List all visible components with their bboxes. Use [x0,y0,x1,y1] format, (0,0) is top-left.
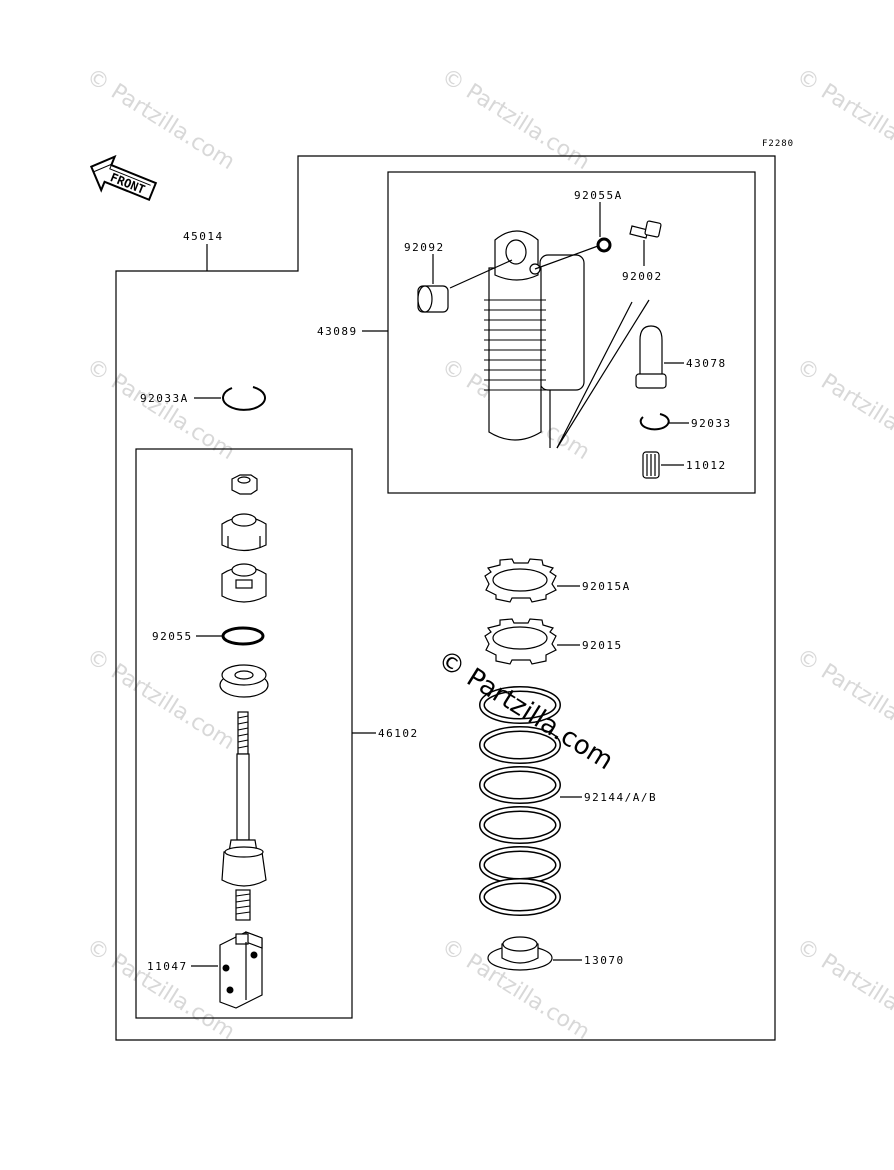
screw-92002 [629,220,662,239]
callout-43078: 43078 [686,357,727,370]
piston-rod [221,711,267,921]
callout-46102: 46102 [378,727,419,740]
callout-92092: 92092 [404,241,445,254]
watermark-text: © Partzilla.com [792,354,894,465]
background-watermarks: © Partzilla.com © Partzilla.com © Partzi… [82,64,894,1045]
callout-92144: 92144/A/B [584,791,657,804]
clevis-11047 [219,931,263,1009]
callout-92015a: 92015A [582,580,631,593]
watermark-text: © Partzilla.com [792,64,894,175]
rod-nut [231,474,258,495]
shock-absorber-body [449,230,650,449]
watermark-text: © Partzilla.com [82,354,239,465]
figure-code: F2280 [762,139,794,149]
callout-92033a: 92033A [140,392,189,405]
callout-43089: 43089 [317,325,358,338]
callout-92002: 92002 [622,270,663,283]
watermark-text: © Partzilla.com [792,934,894,1045]
o-ring-92055a [596,237,612,253]
o-ring-92055 [221,626,265,646]
watermark-text: © Partzilla.com [437,64,594,175]
front-arrow-icon: FRONT [89,154,158,202]
bladder-43078 [635,325,667,389]
callout-92055: 92055 [152,630,193,643]
piston-upper [221,513,267,552]
watermark-text: © Partzilla.com [82,934,239,1045]
spring-seat-13070 [487,936,553,971]
circlip-92033a [222,386,266,411]
seal-head [219,664,269,698]
watermark-text: © Partzilla.com [792,644,894,755]
circlip-92033 [639,413,670,431]
callout-45014: 45014 [183,230,224,243]
center-watermark: © Partzilla.com [432,644,618,776]
piston-lower [221,563,267,603]
lock-nut-92015a [484,558,557,603]
assembly-boundary-45014 [115,155,776,1041]
valve-cap-11012 [642,451,660,479]
watermark-text: © Partzilla.com [82,64,239,175]
callout-11047: 11047 [147,960,188,973]
callout-92033: 92033 [691,417,732,430]
adjuster-nut-92015 [484,618,557,665]
bushing-92092 [417,285,449,313]
callout-92015: 92015 [582,639,623,652]
subassembly-box-43089 [387,171,756,494]
callout-92055a: 92055A [574,189,623,202]
watermark-text: © Partzilla.com [82,644,239,755]
coil-spring-92144 [479,686,561,916]
callout-11012: 11012 [686,459,727,472]
callout-13070: 13070 [584,954,625,967]
